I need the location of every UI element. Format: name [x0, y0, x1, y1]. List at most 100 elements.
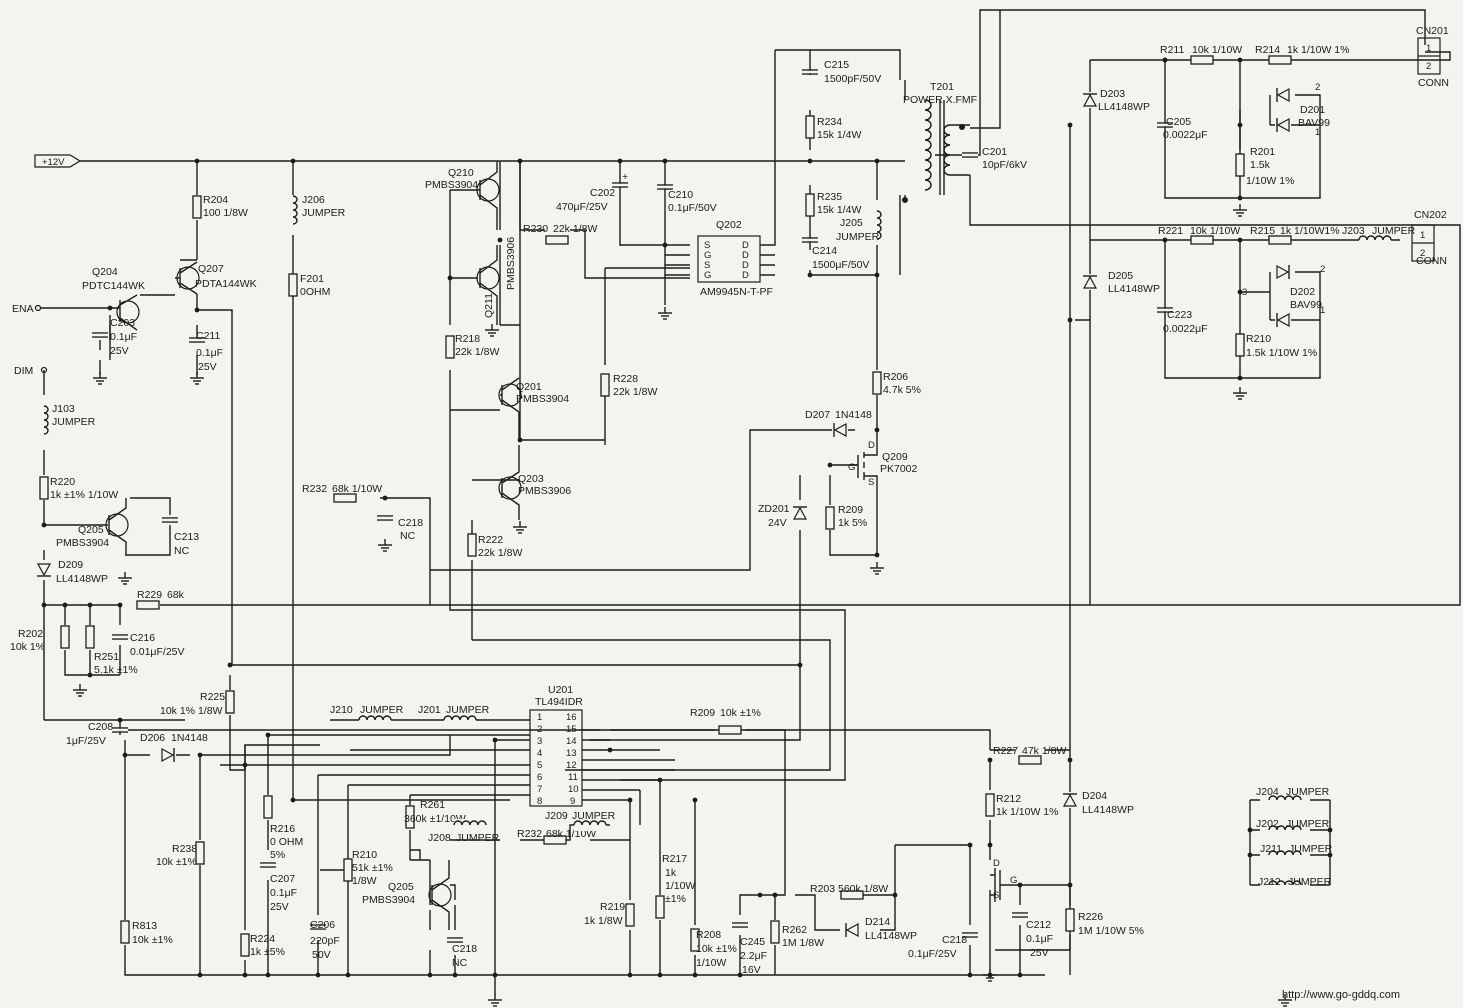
d202-pin2: 2 [1320, 264, 1325, 275]
c207-voltage: 25V [270, 901, 289, 913]
r227-value: 47k 1/8W [1022, 745, 1066, 757]
c210-value: 0.1μF/50V [668, 202, 717, 214]
r208-ref: R208 [696, 929, 721, 941]
c202-polarity: + [622, 171, 628, 183]
r226-ref: R226 [1078, 911, 1103, 923]
j201-ref: J201 [418, 704, 441, 716]
c213-ref: C213 [174, 531, 199, 543]
c201-value: 10pF/6kV [982, 159, 1027, 171]
c206-ref: C206 [310, 919, 335, 931]
r211-value: 10k 1/10W [1192, 44, 1242, 56]
transistor-q205b: Q205 PMBS3904 [362, 860, 452, 930]
r216-value: 0 OHM [270, 836, 303, 848]
schematic-wires [40, 9, 1461, 995]
c205-ref: C205 [1166, 116, 1191, 128]
r212-ref: R212 [996, 793, 1021, 805]
u201-pin: 11 [568, 772, 578, 783]
r234-ref: R234 [817, 116, 842, 128]
r232a-ref: R232 [302, 483, 327, 495]
r238-ref: R238 [172, 843, 197, 855]
q202-pin: D [742, 250, 749, 261]
u201-right-pins: 16 15 14 13 12 11 10 9 [566, 712, 579, 807]
q202-pin: S [704, 240, 710, 251]
r204-value: 100 1/8W [203, 207, 248, 219]
u201-pin: 8 [537, 796, 542, 807]
c216-ref: C216 [130, 632, 155, 644]
q203-ref: Q203 [518, 473, 544, 485]
d204-part: LL4148WP [1082, 804, 1134, 816]
mosfet-array-q202: S G S G D D D D Q210 Q202 AM9945N-T-PF [697, 219, 773, 298]
jumper-j211: J211 JUMPER [1260, 843, 1333, 862]
q209-pin-d: D [868, 440, 875, 451]
d207-part: 1N4148 [835, 409, 872, 421]
u201-pin: 15 [566, 724, 577, 735]
ic-u201: U201 TL494IDR 1 2 3 4 5 6 7 8 16 15 14 1… [529, 684, 583, 807]
r206-value: 4.7k 5% [883, 384, 921, 396]
r251-value: 5.1k ±1% [94, 664, 138, 676]
j201-value: JUMPER [446, 704, 490, 716]
c218a-ref: C218 [398, 517, 423, 529]
d207-ref: D207 [805, 409, 830, 421]
diode-d207: D207 1N4148 [805, 409, 872, 438]
q204-ref: Q204 [92, 266, 118, 278]
cn201-pin1: 1 [1426, 43, 1431, 54]
transistor-q210: Q210 PMBS3904 [425, 161, 500, 230]
u201-pin: 4 [537, 748, 542, 759]
c218c-value: 0.1μF/25V [908, 948, 957, 960]
j208-value: JUMPER [456, 832, 500, 844]
capacitor-c215: C215 1500pF/50V [801, 59, 881, 85]
r203-ref: R203 [810, 883, 835, 895]
r210a-value: 1.5k 1/10W 1% [1246, 347, 1317, 359]
j209-ref: J209 [545, 810, 568, 822]
d205-ref: D205 [1108, 270, 1133, 282]
c211-voltage: 25V [198, 361, 217, 373]
q205b-ref: Q205 [388, 881, 414, 893]
r209b-ref: R209 [690, 707, 715, 719]
r228-ref: R228 [613, 373, 638, 385]
schematic-components: T201 POWER X.FMF 1 2 CN201 CONN 1 2 CN20… [10, 25, 1449, 1007]
r261-ref: R261 [420, 799, 445, 811]
transformer-t201: T201 POWER X.FMF [902, 80, 977, 203]
r224-value: 1k ±5% [250, 946, 285, 958]
c223-ref: C223 [1167, 309, 1192, 321]
t201-value: POWER X.FMF [903, 94, 977, 106]
r208-rating: 1/10W [696, 957, 726, 969]
q202-pin: D [742, 240, 749, 251]
q202-pin: D [742, 260, 749, 271]
j211-ref: J211 [1260, 843, 1282, 855]
c245-ref: C245 [740, 936, 765, 948]
q202-ref: Q202 [716, 219, 742, 231]
j103-value: JUMPER [52, 416, 96, 428]
r229-ref: R229 [137, 589, 162, 601]
jumper-j201: J201 JUMPER [418, 704, 490, 727]
c215-value: 1500pF/50V [824, 73, 881, 85]
r201-ref: R201 [1250, 146, 1275, 158]
c203-voltage: 25V [110, 345, 129, 357]
t201-ref: T201 [930, 81, 954, 93]
j211-value: JUMPER [1289, 843, 1333, 855]
c215-ref: C215 [824, 59, 849, 71]
c206-voltage: 50V [312, 949, 331, 961]
r210b-value: 51k ±1% [352, 862, 393, 874]
d202-ref: D202 [1290, 286, 1315, 298]
